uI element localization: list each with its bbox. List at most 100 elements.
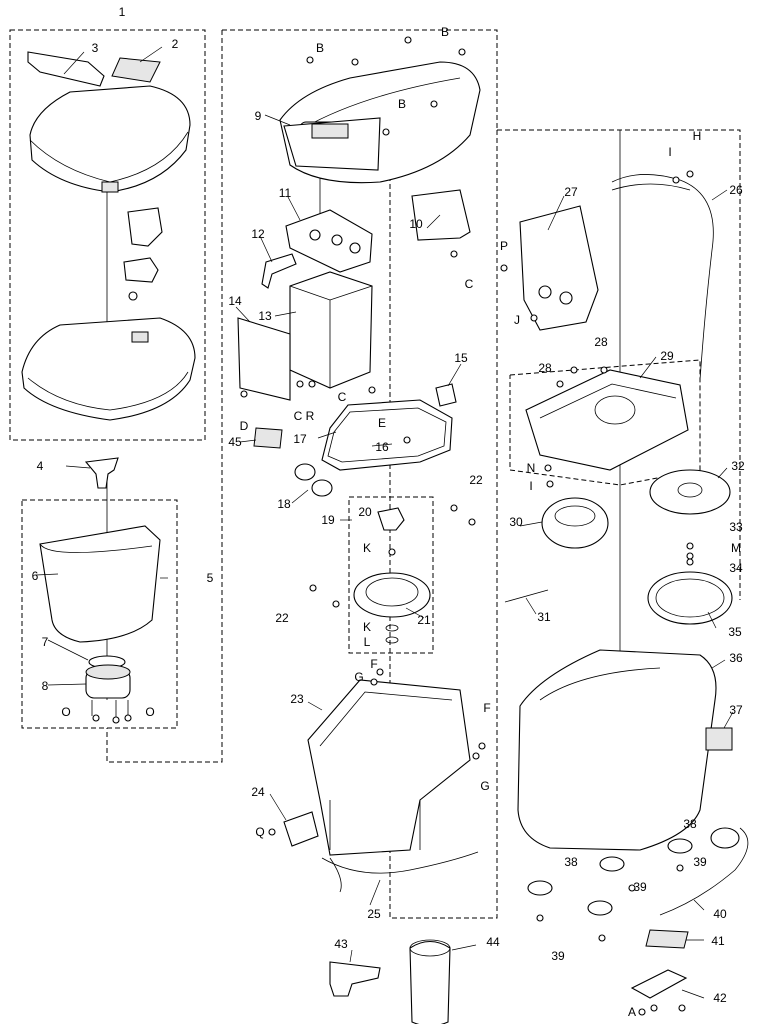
callout-22b: 22: [275, 611, 289, 625]
callout-C2: C: [338, 390, 347, 404]
callout-40: 40: [713, 907, 727, 921]
callout-9: 9: [255, 109, 262, 123]
foot-38c: [599, 856, 625, 872]
callout-Q: Q: [255, 825, 264, 839]
callout-35: 35: [728, 625, 742, 639]
bread-pan-assembly: [39, 457, 161, 720]
callout-23: 23: [290, 692, 304, 706]
callout-10: 10: [409, 217, 423, 231]
callout-2: 2: [172, 37, 179, 51]
pulley-32: [649, 469, 731, 515]
callout-32: 32: [731, 459, 745, 473]
callout-39b: 39: [633, 880, 647, 894]
callout-18: 18: [277, 497, 291, 511]
callout-39c: 39: [551, 949, 565, 963]
thermistor-15: [435, 383, 457, 407]
board-14: [237, 317, 291, 401]
callout-25: 25: [367, 907, 381, 921]
motor-30: [541, 497, 609, 549]
callout-F2: F: [483, 701, 490, 715]
lid-hinge-part: [127, 207, 163, 247]
lid-top: [29, 85, 191, 193]
accessories: [329, 939, 451, 1024]
callout-43: 43: [334, 937, 348, 951]
callout-30: 30: [509, 515, 523, 529]
callout-C1: C: [465, 277, 474, 291]
callout-24: 24: [251, 785, 265, 799]
callout-B1: B: [316, 41, 324, 55]
callout-P: P: [500, 239, 508, 253]
heater-section: [294, 383, 457, 644]
callout-45: 45: [228, 435, 242, 449]
callout-14: 14: [228, 294, 242, 308]
callout-O2: O: [145, 705, 154, 719]
wire-25b: [329, 857, 342, 893]
callout-K1: K: [363, 541, 371, 555]
cord-26: [611, 174, 714, 381]
wire-25: [321, 851, 479, 874]
callout-B2: B: [441, 25, 449, 39]
callout-A: A: [628, 1005, 636, 1019]
callout-C3: C: [294, 409, 303, 423]
callout-41: 41: [711, 934, 725, 948]
bushing-18b: [311, 479, 333, 497]
display-cover: [283, 117, 381, 171]
callout-E: E: [378, 416, 386, 430]
callout-R: R: [306, 409, 315, 423]
oven-23: [307, 679, 471, 856]
callout-L: L: [364, 635, 371, 649]
callout-M: M: [731, 541, 741, 555]
callout-37: 37: [729, 703, 743, 717]
callout-labels: 1 2 3 4 5 6 7 8 9 10 11 12 13 14 15 16 1…: [32, 5, 745, 1019]
callout-11: 11: [279, 186, 292, 200]
measuring-spoon-43: [329, 961, 381, 997]
belt-35: [647, 571, 733, 625]
pulley-holder-21: [353, 572, 431, 618]
callout-38a: 38: [683, 817, 697, 831]
callout-29: 29: [660, 349, 674, 363]
callout-38b: 38: [564, 855, 578, 869]
oven-chamber: [283, 679, 479, 893]
callout-6: 6: [32, 569, 39, 583]
callout-H: H: [693, 129, 702, 143]
callout-K2: K: [363, 620, 371, 634]
callout-34: 34: [729, 561, 743, 575]
callout-19: 19: [321, 513, 335, 527]
chassis-29: [525, 369, 689, 471]
callout-N: N: [527, 461, 536, 475]
base-mechanism: [504, 174, 749, 999]
switch-board-10: [411, 189, 471, 241]
heater-17: [321, 399, 453, 471]
callout-27: 27: [564, 185, 578, 199]
callout-15: 15: [454, 351, 468, 365]
callout-I1: I: [668, 145, 671, 159]
callout-7: 7: [42, 635, 49, 649]
power-cord-40: [659, 827, 749, 916]
callout-I2: I: [529, 479, 532, 493]
callout-42: 42: [713, 991, 727, 1005]
bracket-27: [519, 205, 599, 331]
shaft-20: [377, 507, 405, 531]
callout-F1: F: [370, 657, 377, 671]
callout-3: 3: [92, 41, 99, 55]
case-36: [517, 649, 717, 851]
callout-36: 36: [729, 651, 743, 665]
pcb-11: [285, 209, 373, 273]
callout-28a: 28: [594, 335, 608, 349]
callout-21: 21: [417, 613, 431, 627]
foot-38b: [587, 900, 613, 916]
cable-12: [261, 253, 297, 289]
label-37: [705, 727, 733, 751]
callout-39a: 39: [693, 855, 707, 869]
foot-38a: [527, 880, 553, 896]
callout-13: 13: [258, 309, 272, 323]
part-42: [630, 969, 688, 999]
lid-label-2: [111, 57, 161, 83]
part-45: [253, 427, 283, 449]
callout-20: 20: [358, 505, 372, 519]
callout-22a: 22: [469, 473, 483, 487]
callout-28b: 28: [538, 361, 552, 375]
control-section: [237, 61, 481, 449]
callout-44: 44: [486, 935, 500, 949]
callout-17: 17: [293, 432, 307, 446]
